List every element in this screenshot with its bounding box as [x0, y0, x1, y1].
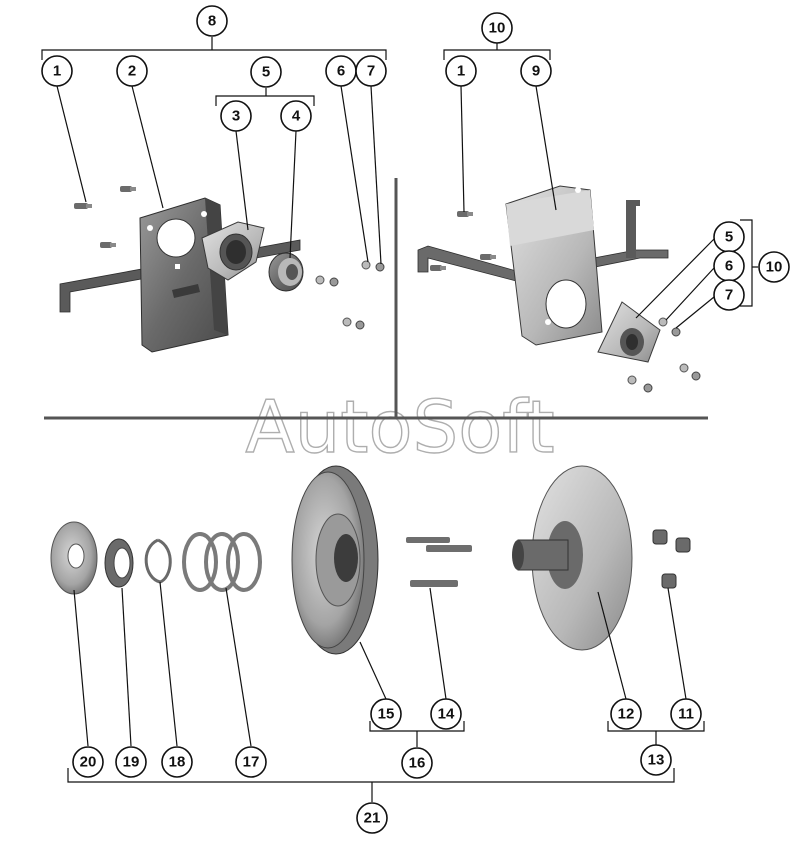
callout-2: 2: [116, 55, 148, 87]
callout-16: 16: [401, 747, 433, 779]
callout-18: 18: [161, 746, 193, 778]
callout-label: 1: [457, 63, 465, 80]
callout-1: 1: [41, 55, 73, 87]
callout-17: 17: [235, 746, 267, 778]
pin-part-14: [406, 537, 472, 587]
callout-label: 6: [725, 258, 733, 275]
snap-ring-part-18: [144, 538, 172, 584]
callout-label: 17: [243, 754, 260, 771]
washer-part-20: [50, 521, 98, 595]
disc-hub-part-12: [512, 465, 633, 651]
callout-label: 2: [128, 63, 136, 80]
callout-label: 18: [169, 754, 186, 771]
callout-label: 8: [208, 13, 216, 30]
flange-part-3: [201, 221, 265, 281]
callout-5: 5: [250, 56, 282, 88]
callout-7: 7: [355, 55, 387, 87]
callout-3: 3: [220, 100, 252, 132]
callout-21: 21: [356, 802, 388, 834]
group-brackets: [41, 37, 758, 802]
callout-label: 12: [618, 706, 635, 723]
callout-label: 4: [292, 108, 301, 125]
rod-end-right: [626, 200, 640, 258]
assembly-8-parts: [59, 186, 385, 353]
callout-1-right: 1: [445, 55, 477, 87]
callout-12: 12: [610, 698, 642, 730]
callout-label: 10: [489, 20, 506, 37]
callout-label: 20: [80, 754, 97, 771]
callout-label: 3: [232, 108, 240, 125]
callout-label: 15: [378, 706, 395, 723]
callout-20: 20: [72, 746, 104, 778]
section-dividers: [44, 178, 708, 420]
callout-label: 10: [766, 259, 783, 276]
callout-label: 5: [262, 64, 270, 81]
callout-5-right: 5: [713, 221, 745, 253]
callout-label: 7: [367, 63, 375, 80]
nuts-washers-6-7: [315, 260, 385, 330]
callout-10-right: 10: [758, 251, 790, 283]
assembly-21-parts: [50, 465, 691, 655]
callout-4: 4: [280, 100, 312, 132]
callout-label: 16: [409, 755, 426, 772]
callout-11: 11: [670, 698, 702, 730]
callout-label: 19: [123, 754, 140, 771]
bolt-part-1: [74, 186, 136, 248]
nuts-washers-6-7-right: [627, 317, 701, 393]
callout-8: 8: [196, 5, 228, 37]
bracket-plate-part-2: [139, 197, 229, 353]
callout-label: 7: [725, 287, 733, 304]
bracket-plate-part-9: [505, 185, 603, 346]
callout-15: 15: [370, 698, 402, 730]
callout-14: 14: [430, 698, 462, 730]
callout-6: 6: [325, 55, 357, 87]
callout-label: 6: [337, 63, 345, 80]
nut-part-19: [104, 538, 134, 588]
leader-lines: [56, 85, 715, 747]
callout-6-right: 6: [713, 250, 745, 282]
callout-13: 13: [640, 744, 672, 776]
assembly-10-parts: [417, 185, 701, 393]
callout-19: 19: [115, 746, 147, 778]
spring-part-17: [182, 532, 262, 592]
callout-7-right: 7: [713, 279, 745, 311]
callout-label: 9: [532, 63, 540, 80]
bearing-part-4: [268, 252, 304, 292]
callout-label: 21: [364, 810, 381, 827]
callout-label: 14: [438, 706, 455, 723]
callout-10-top: 10: [481, 12, 513, 44]
callout-label: 11: [678, 706, 694, 723]
flange-bearing-part-5-right: [597, 301, 661, 363]
bushing-part-11: [652, 529, 691, 589]
callout-label: 5: [725, 229, 733, 246]
callout-label: 1: [53, 63, 61, 80]
bolt-part-1-right: [430, 211, 496, 271]
pulley-part-15: [291, 465, 379, 655]
watermark-text: AutoSoft: [245, 385, 554, 469]
callout-label: 13: [648, 752, 665, 769]
callout-9: 9: [520, 55, 552, 87]
